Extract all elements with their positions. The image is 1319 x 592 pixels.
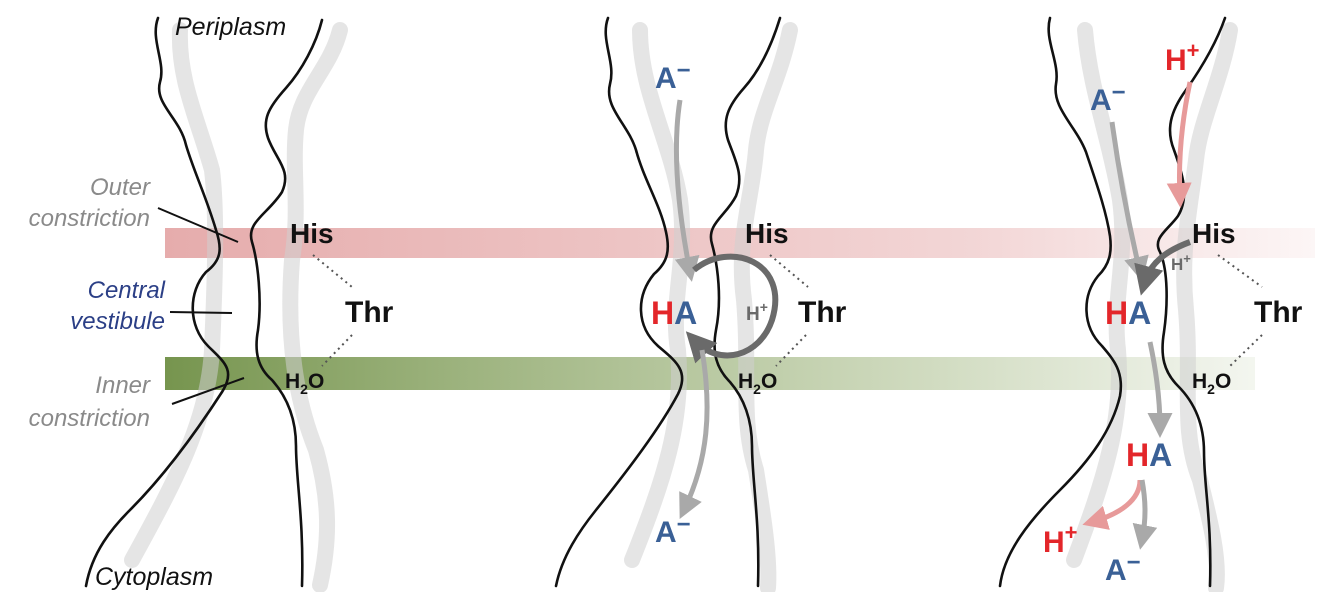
inner-constriction-band — [165, 357, 1255, 390]
anion-incoming: A− — [655, 57, 691, 95]
proton-entry-arrow — [1166, 81, 1193, 208]
anion-outgoing: A− — [655, 511, 691, 549]
his-thr-hbond — [312, 254, 353, 288]
panel-3: H+ A− His H+ Thr H2O HA HA H+ A− — [998, 16, 1303, 592]
anion-entry-arrow — [1109, 121, 1149, 282]
water-molecule: H2O — [1192, 370, 1231, 397]
his-residue: His — [290, 218, 334, 249]
anion-incoming: A− — [1090, 79, 1126, 117]
panel-1: Periplasm Cytoplasm Outer constriction C… — [29, 13, 394, 592]
thr-residue: Thr — [1254, 296, 1303, 329]
panel-2: A− His Thr H2O H+ HA A− — [554, 16, 847, 592]
proton-release-arrow — [1082, 479, 1143, 530]
outer-constriction-label-line1: Outer — [90, 174, 151, 201]
proton-outgoing: H+ — [1043, 520, 1078, 559]
protonated-acid-lower: HA — [1126, 437, 1172, 473]
anion-outgoing: A− — [1105, 549, 1141, 587]
channel-right-wall — [709, 16, 782, 588]
channel-left-wall — [554, 16, 684, 588]
water-molecule: H2O — [738, 370, 777, 397]
periplasm-label: Periplasm — [175, 13, 286, 41]
his-residue: His — [1192, 218, 1236, 249]
proton-transfer-label: H+ — [1171, 251, 1191, 274]
acid-descent-arrow — [1147, 341, 1173, 438]
protonated-acid: HA — [651, 295, 697, 331]
central-vestibule-label-line1: Central — [88, 277, 166, 304]
outer-constriction-label-line2: constriction — [29, 205, 150, 232]
outer-constriction-leader — [157, 207, 239, 243]
thr-water-hbond — [1229, 334, 1263, 367]
central-vestibule-leader — [169, 311, 233, 314]
cytoplasm-label: Cytoplasm — [95, 563, 213, 591]
thr-residue: Thr — [345, 296, 394, 329]
proton-in-cycle: H+ — [746, 299, 768, 325]
thr-water-hbond — [775, 334, 807, 367]
inner-constriction-leader — [171, 377, 245, 405]
protonated-acid: HA — [1105, 295, 1151, 331]
his-residue: His — [745, 218, 789, 249]
proton-transfer-arrow — [1134, 239, 1192, 296]
his-thr-hbond — [1217, 254, 1263, 288]
his-thr-hbond — [769, 254, 809, 288]
channel-left-wall — [998, 16, 1123, 588]
inner-constriction-label-line1: Inner — [95, 372, 151, 399]
central-vestibule-label-line2: vestibule — [70, 308, 165, 335]
proton-incoming: H+ — [1165, 38, 1200, 77]
channel-left-wall — [84, 16, 230, 588]
anion-entry-arrow — [673, 99, 700, 282]
anion-exit-arrow — [679, 349, 710, 520]
thr-water-hbond — [321, 334, 353, 367]
channel-right-wall — [249, 18, 324, 588]
inner-constriction-label-line2: constriction — [29, 405, 150, 432]
water-molecule: H2O — [285, 370, 324, 397]
proton-cycle-arrow — [685, 253, 779, 364]
anion-release-arrow — [1132, 479, 1158, 550]
thr-residue: Thr — [798, 296, 847, 329]
